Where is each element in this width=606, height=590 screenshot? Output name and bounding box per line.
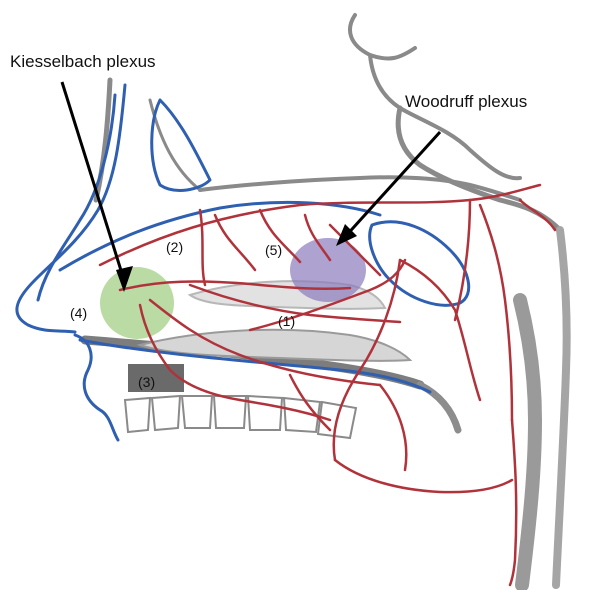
callout-arrows — [62, 82, 440, 292]
upper-lip-outline — [75, 335, 118, 440]
woodruff-label: Woodruff plexus — [405, 92, 527, 111]
incisive-canal-block — [128, 364, 184, 392]
soft-palate — [420, 385, 458, 430]
posterior-pharynx-wall — [520, 300, 535, 585]
number-label-1: (1) — [278, 313, 295, 329]
kiesselbach-region — [100, 267, 174, 339]
spine-column — [556, 230, 567, 585]
number-label-2: (2) — [166, 239, 183, 255]
kiesselbach-label: Kiesselbach plexus — [10, 52, 156, 71]
woodruff-region — [290, 238, 366, 302]
number-label-3: (3) — [138, 374, 155, 390]
sphenoid-sinus-outline — [370, 222, 469, 305]
number-label-5: (5) — [265, 242, 282, 258]
frontal-sinus-blue — [152, 100, 210, 190]
number-label-4: (4) — [70, 305, 87, 321]
